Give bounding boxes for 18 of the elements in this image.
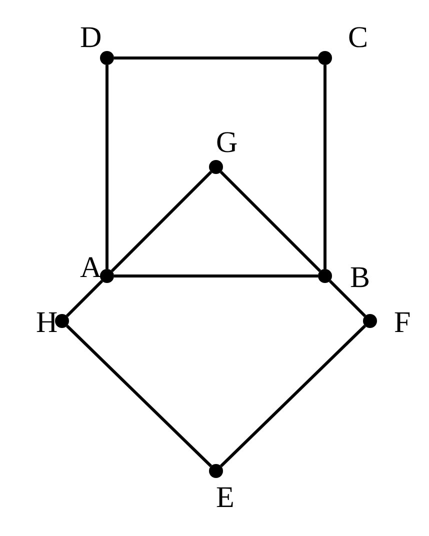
point-label: A bbox=[80, 253, 102, 283]
point-label: F bbox=[394, 308, 411, 338]
point-label: H bbox=[36, 308, 58, 338]
point-label: B bbox=[350, 263, 370, 293]
line-segment bbox=[114, 56, 318, 60]
line-segment bbox=[220, 170, 322, 272]
line-segment bbox=[110, 170, 212, 272]
line-segment bbox=[220, 324, 366, 468]
line-segment bbox=[66, 324, 212, 468]
line-segment bbox=[324, 65, 326, 269]
line-segment bbox=[106, 65, 108, 269]
line-segment bbox=[328, 280, 366, 318]
line-segment bbox=[114, 274, 318, 278]
point-label: C bbox=[348, 23, 368, 53]
point-label: D bbox=[80, 23, 102, 53]
line-segment bbox=[66, 280, 104, 318]
point-label: E bbox=[216, 483, 234, 513]
point-label: G bbox=[216, 128, 238, 158]
